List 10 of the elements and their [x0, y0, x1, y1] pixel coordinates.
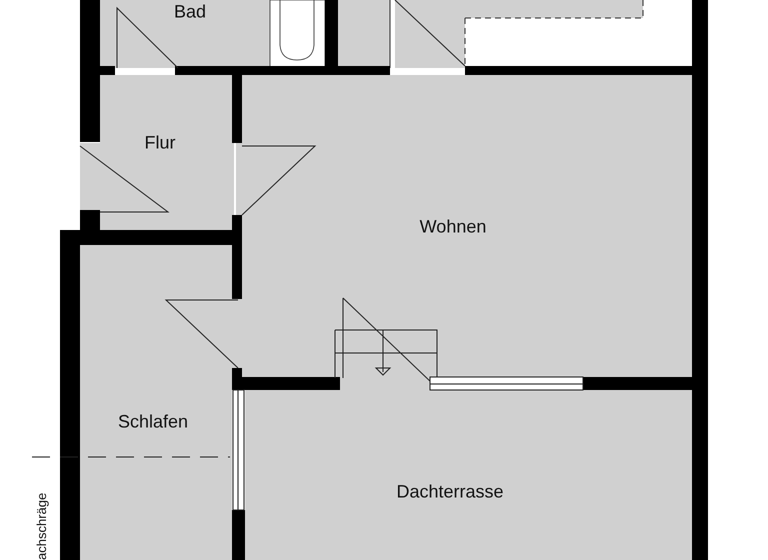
room-label: Bad [174, 2, 206, 22]
room-area [240, 75, 692, 378]
room-label: Flur [144, 132, 176, 154]
annotation-label: achschräge [34, 492, 49, 560]
room-label: Dachterrasse [396, 482, 504, 502]
room-area [245, 390, 692, 560]
room-label: Wohnen [420, 216, 486, 238]
room-label: Schlafen [118, 412, 188, 432]
room-area [80, 245, 232, 560]
room-area [100, 0, 270, 68]
